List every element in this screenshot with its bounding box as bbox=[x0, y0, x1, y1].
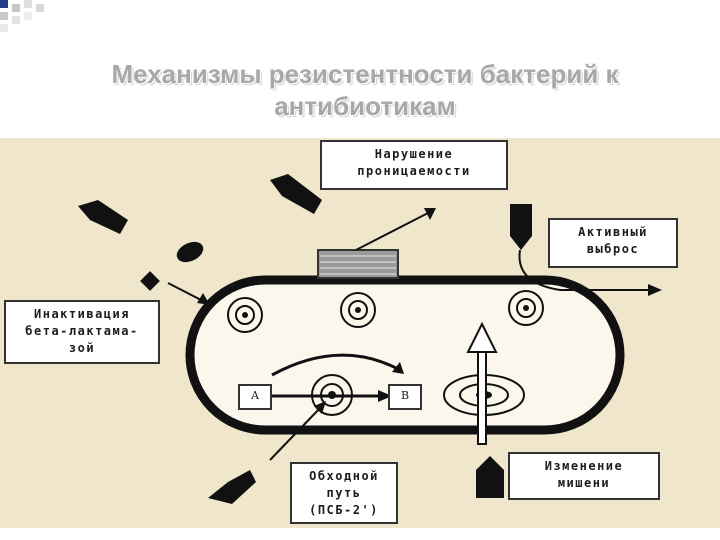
antibiotic-fragment-ellipse bbox=[176, 241, 204, 263]
bypass-curve-arrow bbox=[271, 353, 401, 377]
box-b: В bbox=[388, 384, 422, 410]
antibiotic-fragment-square bbox=[140, 271, 160, 291]
target-vertical-arrowhead bbox=[466, 321, 498, 353]
inactivation-pointer bbox=[167, 282, 206, 303]
label-permeability-line-1: Нарушение bbox=[374, 147, 454, 161]
inactivation-pointer-head bbox=[197, 293, 210, 305]
label-target-change: Изменение мишени bbox=[508, 452, 660, 500]
permeability-pointer-head bbox=[424, 208, 436, 220]
slide-title-line-1: Механизмы резистентности бактерий к bbox=[111, 59, 619, 89]
slide-title: Механизмы резистентности бактерий к анти… bbox=[20, 58, 710, 122]
antibiotic-molecule-bypass bbox=[208, 470, 256, 504]
label-efflux-line-1: Активный bbox=[578, 225, 648, 239]
bypass-pointer bbox=[269, 405, 323, 461]
permeability-pointer bbox=[355, 211, 431, 251]
membrane-patch bbox=[317, 249, 399, 279]
target-circle-left bbox=[227, 297, 263, 333]
efflux-pointer-head bbox=[648, 284, 662, 296]
label-inactivation-line-3: зой bbox=[68, 341, 96, 355]
label-bypass-line-2: путь bbox=[326, 486, 362, 500]
label-bypass: Обходной путь (ПСБ-2') bbox=[290, 462, 398, 524]
label-permeability: Нарушение проницаемости bbox=[320, 140, 508, 190]
label-inactivation-line-2: бета-лактама- bbox=[25, 324, 139, 338]
label-bypass-line-1: Обходной bbox=[309, 469, 379, 483]
antibiotic-molecule-target bbox=[476, 456, 504, 498]
slide-title-line-2: антибиотикам bbox=[274, 91, 456, 121]
antibiotic-molecule-top bbox=[270, 174, 322, 214]
efflux-pointer bbox=[518, 249, 650, 291]
bypass-pointer-head bbox=[314, 401, 326, 414]
label-efflux: Активный выброс bbox=[548, 218, 678, 268]
target-circle-middle bbox=[340, 292, 376, 328]
label-efflux-line-2: выброс bbox=[586, 242, 640, 256]
label-target-change-line-2: мишени bbox=[557, 476, 611, 490]
antibiotic-molecule-efflux bbox=[510, 204, 532, 250]
corner-checker-decoration bbox=[0, 0, 44, 32]
label-inactivation: Инактивация бета-лактама- зой bbox=[4, 300, 160, 364]
target-vertical-arrow-shaft bbox=[477, 347, 487, 445]
label-target-change-line-1: Изменение bbox=[544, 459, 624, 473]
a-to-b-arrowhead bbox=[378, 390, 392, 402]
box-a: А bbox=[238, 384, 272, 410]
bypass-curve-arrowhead bbox=[392, 362, 404, 374]
antibiotic-molecule-left bbox=[78, 200, 128, 234]
label-permeability-line-2: проницаемости bbox=[357, 164, 471, 178]
label-inactivation-line-1: Инактивация bbox=[34, 307, 130, 321]
label-bypass-line-3: (ПСБ-2') bbox=[309, 503, 379, 517]
target-circle-right bbox=[508, 290, 544, 326]
